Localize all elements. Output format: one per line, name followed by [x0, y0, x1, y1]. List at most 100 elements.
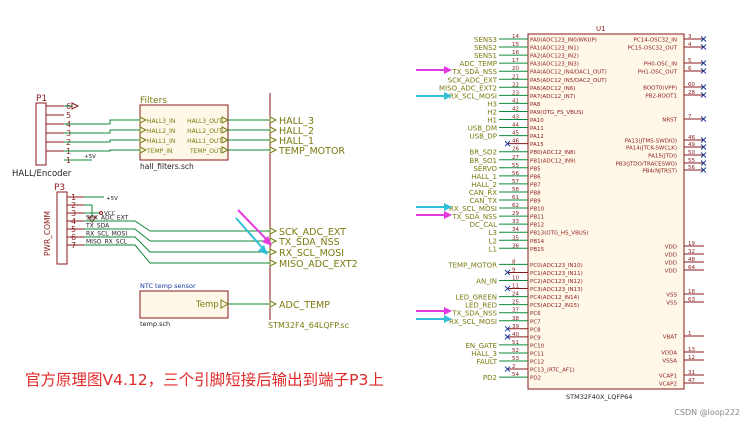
temp-labels: ADC_TEMP: [269, 300, 330, 311]
u1-left-pin-number: 25: [512, 300, 519, 306]
u1-left-function: PB8: [530, 190, 541, 196]
u1-left-function: PC11: [530, 351, 544, 357]
u1-left-function: PB15: [530, 247, 545, 253]
ntc-sheet: NTC temp sensor Temp temp.sch: [139, 282, 270, 328]
hierarchical-label-marker: [269, 300, 278, 308]
no-connect-mark: [700, 167, 707, 173]
u1-left-function: PA15: [530, 142, 544, 148]
u1-right-pin-number: 12: [688, 355, 695, 361]
u1-left-net: HALL_2: [471, 181, 497, 189]
u1-left-net: FAULT: [476, 358, 497, 366]
ntc-pin-marker: [220, 299, 230, 309]
u1-left-net: H3: [487, 100, 497, 108]
sheet-label: STM32F4_64LQFP.sc: [268, 321, 349, 330]
u1-left-net: LED_RED: [465, 302, 497, 310]
p3-connector: P3 PWR_COMM 1234567+5VVCCSCK_ADC_EXTTX_S…: [43, 183, 270, 265]
p3-pin-number: 5: [71, 225, 76, 234]
u1-left-net: USB_DM: [468, 125, 497, 133]
u1-left-net: SCK_ADC_EXT: [448, 76, 498, 84]
u1-right-function: VCAP2: [659, 382, 677, 388]
u1-right-function: PH1-OSC_OUT: [638, 70, 678, 76]
u1-right-function: VBAT: [663, 335, 678, 341]
u1-right-function: PB4(NJTRST): [642, 169, 677, 175]
u1-left-net: TX_SDA_NSS: [451, 68, 497, 76]
caption-text: 官方原理图V4.12，三个引脚短接后输出到端子P3上: [25, 371, 384, 389]
u1-left-pin-number: 8: [512, 259, 516, 265]
u1-left-net: PD2: [483, 374, 497, 382]
u1-right-pin-number: 13: [688, 347, 695, 353]
u1-left-pin-number: 39: [512, 324, 519, 330]
u1-left-pin-number: 46: [512, 139, 519, 145]
u1-left-net: L2: [489, 237, 497, 245]
u1-name: STM32F40X_LQFP64: [566, 393, 632, 401]
u1-right-function: PC14-OSC32_IN: [634, 38, 677, 44]
u1-left-pin-number: 33: [512, 219, 519, 225]
u1-right-pin-number: 64: [688, 265, 695, 271]
u1-left-function: PC8: [530, 327, 541, 333]
no-connect-mark: [504, 333, 511, 340]
p3-net-label: RX_SCL_MOSI: [86, 231, 127, 238]
no-connect-mark: [504, 285, 511, 292]
p3-net-label: +5V: [106, 196, 118, 202]
u1-left-function: PA4(ADC12_IN4/DAC1_OUT): [530, 70, 607, 76]
u1-left-function: PB10: [530, 207, 545, 213]
u1-right-function: PH0-OSC_IN: [644, 62, 677, 68]
u1-left-function: PD2: [530, 376, 541, 382]
u1-right-function: VDD: [665, 253, 677, 259]
u1-left-net: SENS3: [474, 36, 497, 44]
u1-left-function: PA3(ADC123_IN3): [530, 62, 579, 68]
p3-net-label: SCK_ADC_EXT: [86, 215, 129, 222]
u1-left-function: PC7: [530, 319, 541, 325]
u1-left-pin-number: 20: [512, 66, 519, 72]
u1-right-pin-number: 31: [688, 370, 695, 376]
u1-left-pin-number: 14: [512, 34, 519, 40]
u1-right-pin-number: 48: [688, 257, 695, 263]
u1-right-pin-number: 19: [688, 241, 695, 247]
u1-left-pin-number: 45: [512, 131, 519, 137]
u1-body: [527, 33, 685, 390]
u1-left-pin-number: 62: [512, 203, 519, 209]
u1-left-net: CAN_RX: [469, 189, 497, 197]
hierarchical-label-hall: HALL_3: [279, 116, 314, 127]
u1-left-pin-number: 11: [512, 284, 519, 290]
u1-left-function: PA6(ADC12_IN6): [530, 86, 575, 92]
no-connect-mark: [700, 36, 707, 42]
u1-left-function: PC3(ADC123_IN13): [530, 287, 583, 293]
filters-input-label: HALL1_IN: [147, 138, 175, 145]
no-connect-mark: [700, 44, 707, 50]
u1-right-function: NRST: [662, 118, 677, 124]
hierarchical-label-marker: [269, 116, 278, 124]
u1-left-net: RX_SCL_MOSI: [449, 318, 497, 326]
u1-right-function: PA15(JTDI): [648, 154, 677, 160]
u1-left-function: PB1(ADC12_IN9): [530, 158, 576, 164]
u1-left-pin-number: 24: [512, 292, 519, 298]
u1-left-function: PB9: [530, 199, 541, 205]
u1-left-pin-number: 43: [512, 115, 519, 121]
no-connect-mark: [504, 325, 511, 332]
u1-right-function: VSS: [666, 293, 677, 299]
u1-right-function: BOOT0(VPP): [643, 86, 677, 92]
u1-left-pin-number: 37: [512, 308, 519, 314]
p3-ref: P3: [54, 183, 65, 193]
u1-left-function: PB7: [530, 182, 541, 188]
no-connect-mark: [700, 144, 707, 150]
u1-right-function: VDD: [665, 245, 677, 251]
p3-signal-wire: [84, 220, 270, 232]
u1-left-pin-number: 56: [512, 171, 519, 177]
u1-left-net: MISO_ADC_EXT2: [439, 84, 497, 92]
u1-right-function: PA13(JTMS-SWDIO): [625, 139, 677, 145]
filters-output-marker: [221, 146, 230, 154]
p3-signal-wire: [84, 244, 270, 264]
u1-left-net: SENS2: [474, 44, 497, 52]
no-connect-mark: [700, 137, 707, 143]
ntc-body: [139, 290, 229, 319]
right-arrow-3-head: [444, 203, 452, 211]
filters-input-marker: [139, 146, 148, 154]
filters-output-marker: [221, 116, 230, 124]
u1-left-function: PA9(OTG_FS_VBUS): [530, 110, 584, 116]
u1-left-function: PC10: [530, 343, 545, 349]
u1-left-function: PA10: [530, 118, 544, 124]
no-connect-mark: [504, 269, 511, 276]
p3-net-label: VCC: [104, 211, 116, 217]
u1-left-pin-number: 2: [512, 364, 516, 370]
